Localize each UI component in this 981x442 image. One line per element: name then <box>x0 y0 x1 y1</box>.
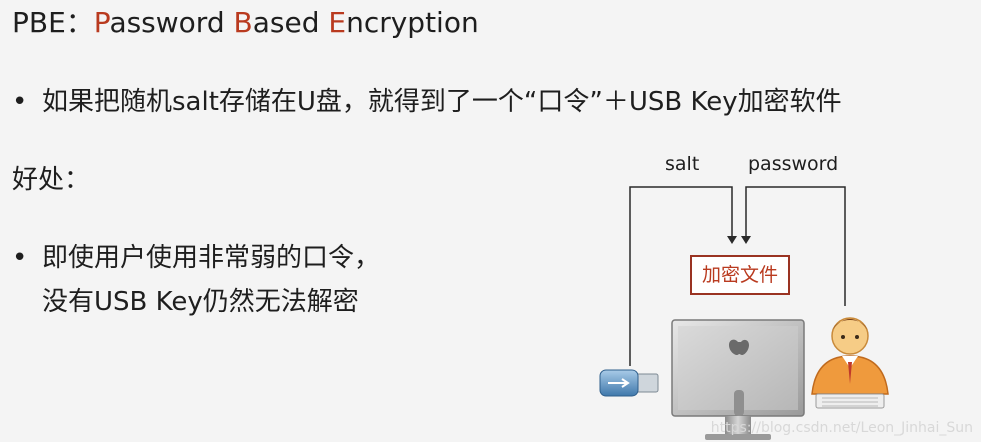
bullet-benefit: • 即使用户使用非常弱的口令， <box>12 240 380 276</box>
salt-label: salt <box>665 153 700 175</box>
title-e-rest: ncryption <box>346 6 479 39</box>
usb-drive-icon <box>599 369 659 397</box>
benefits-heading: 好处： <box>12 165 91 195</box>
bullet-dot: • <box>12 243 28 273</box>
bullet-dot: • <box>12 87 28 117</box>
title-p-letter: P <box>93 6 110 39</box>
diagram-graphics <box>599 186 889 440</box>
password-label: password <box>748 153 839 175</box>
user-at-keyboard-icon <box>811 317 889 409</box>
bullet-usb-key: • 如果把随机salt存储在U盘，就得到了一个“口令”＋USB Key加密软件 <box>12 84 842 120</box>
salt-connector <box>629 186 733 366</box>
password-arrowhead <box>741 236 751 244</box>
bullet-usb-key-text: 如果把随机salt存储在U盘，就得到了一个“口令”＋USB Key加密软件 <box>42 87 842 117</box>
bullet-benefit-line2: 没有USB Key仍然无法解密 <box>42 287 359 317</box>
slide-title: PBE：Password Based Encryption <box>12 4 479 42</box>
title-b-rest: ased <box>252 6 329 39</box>
title-e-letter: E <box>328 6 347 39</box>
watermark: https://blog.csdn.net/Leon_Jinhai_Sun <box>710 420 973 436</box>
imac-computer-icon <box>671 319 805 440</box>
pbe-diagram: salt password 加密文件 <box>580 140 981 442</box>
bullet-benefit-cont: 没有USB Key仍然无法解密 <box>42 284 359 320</box>
bullet-benefit-line1: 即使用户使用非常弱的口令， <box>42 243 381 273</box>
title-prefix: PBE： <box>12 6 94 39</box>
password-connector <box>745 186 846 306</box>
title-b-letter: B <box>233 6 253 39</box>
encrypted-file-box: 加密文件 <box>690 255 790 295</box>
salt-arrowhead <box>727 236 737 244</box>
title-p-rest: assword <box>109 6 234 39</box>
